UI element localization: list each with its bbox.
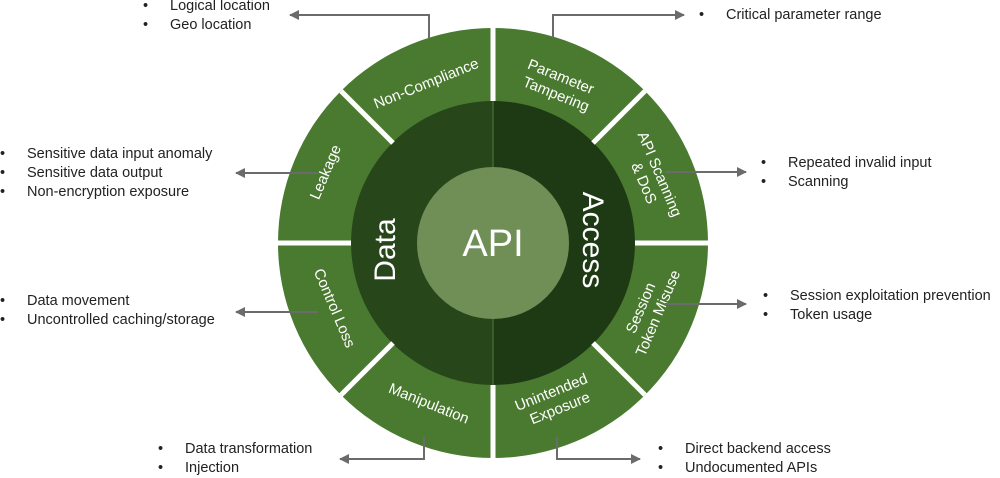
list-item: Non-encryption exposure <box>0 183 212 202</box>
list-item: Data movement <box>0 292 215 311</box>
callout-non-compliance: Logical location Geo location <box>143 0 270 35</box>
list-item: Critical parameter range <box>699 6 882 25</box>
list-item: Sensitive data input anomaly <box>0 145 212 164</box>
data-label: Data <box>369 218 402 282</box>
callout-arrows <box>235 10 747 464</box>
arrow-non-compliance <box>289 10 430 38</box>
list-item: Direct backend access <box>658 440 831 459</box>
callout-api-scanning: Repeated invalid input Scanning <box>761 154 932 192</box>
list-item: Injection <box>158 459 312 478</box>
callout-control-loss: Data movement Uncontrolled caching/stora… <box>0 292 215 330</box>
list-item: Geo location <box>143 16 270 35</box>
callout-leakage: Sensitive data input anomaly Sensitive d… <box>0 145 212 202</box>
list-item: Token usage <box>763 306 991 325</box>
callout-session-token: Session exploitation prevention Token us… <box>763 287 991 325</box>
segment-separators <box>278 28 708 458</box>
list-item: Repeated invalid input <box>761 154 932 173</box>
arrow-manipulation <box>339 437 425 464</box>
list-item: Logical location <box>143 0 270 16</box>
callout-unintended-exposure: Direct backend access Undocumented APIs <box>658 440 831 478</box>
list-item: Sensitive data output <box>0 164 212 183</box>
arrow-parameter-tampering <box>552 10 685 38</box>
list-item: Uncontrolled caching/storage <box>0 311 215 330</box>
arrow-unintended-exposure <box>556 437 641 464</box>
callout-parameter-tampering: Critical parameter range <box>699 6 882 25</box>
center-circle <box>417 167 569 319</box>
list-item: Undocumented APIs <box>658 459 831 478</box>
list-item: Session exploitation prevention <box>763 287 991 306</box>
callout-manipulation: Data transformation Injection <box>158 440 312 478</box>
list-item: Data transformation <box>158 440 312 459</box>
access-label: Access <box>576 192 609 289</box>
list-item: Scanning <box>761 173 932 192</box>
center-label: API <box>462 223 523 265</box>
